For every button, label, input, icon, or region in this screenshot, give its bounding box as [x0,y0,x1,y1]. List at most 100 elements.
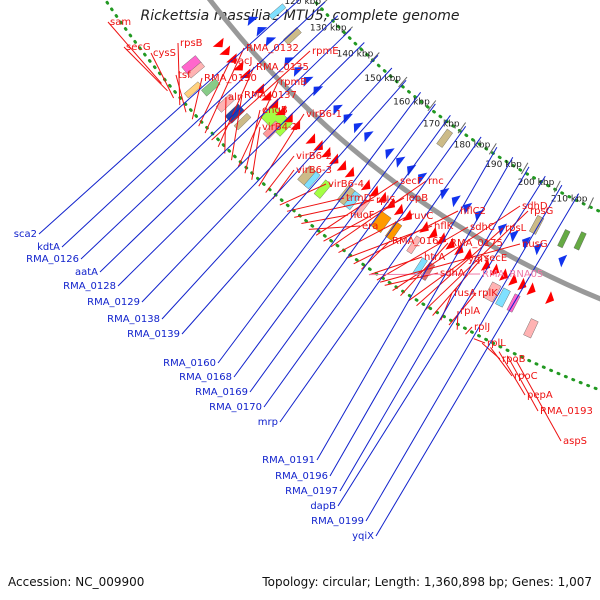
tick-label: 130 kbp [310,24,347,34]
label-connector-line [365,184,563,522]
forward-gene-arrow [517,277,527,291]
rna-gene-label: nusG [522,239,548,250]
tick-mark [398,76,408,88]
forward-gene-arrow [545,291,555,304]
forward-gene-arrow [305,133,316,144]
tick-label: 200 kbp [518,178,555,188]
label-connector-line [231,94,243,161]
label-connector-line [117,42,365,287]
label-connector-line [249,115,451,393]
feature-block [233,112,252,131]
rna-gene-label: RMA_RNA05 [482,269,543,280]
forward-gene-label: vacJ [232,56,253,67]
accession-text: Accession: NC_009900 [8,575,145,589]
forward-gene-label: RMA_0193 [540,406,593,417]
label-lines-layer [38,0,580,537]
tick-label: 180 kbp [454,140,491,150]
reverse-gene-label: dapB [310,501,336,512]
forward-gene-label: alr [228,92,242,103]
forward-gene-arrow [360,179,371,191]
reverse-gene-label: RMA_0126 [26,254,79,265]
label-connector-line [99,28,352,273]
forward-gene-label: cysS [153,48,176,59]
forward-gene-arrow [369,185,379,197]
forward-gene-arrow [239,68,251,79]
tick-mark [343,26,353,37]
label-connector-line [251,126,261,180]
forward-gene-arrow [290,119,301,130]
forward-gene-label: era [362,221,378,232]
forward-gene-arrow [268,98,279,108]
reverse-gene-label: aatA [75,267,98,278]
label-connector-line [177,42,181,106]
forward-gene-label: rpoC [514,371,538,382]
outer-dotted-ring [103,0,600,392]
label-connector-line [279,183,327,206]
forward-gene-arrow [226,53,237,63]
forward-gene-label: RMA_0135 [256,62,309,73]
forward-gene-arrow [508,273,518,286]
reverse-gene-label: yqiX [352,531,374,542]
forward-gene-arrow [393,203,404,216]
reverse-gene-arrow [313,86,324,97]
label-connector-line [263,126,467,408]
forward-gene-label: yqiY [468,254,490,265]
forward-gene-label: rpsG [530,206,553,217]
forward-gene-arrow [219,45,231,56]
forward-gene-label: rplK [478,288,498,299]
label-connector-line [80,15,339,260]
forward-gene-label: rpsB [180,38,203,49]
label-connector-line [515,359,562,442]
genome-summary-text: Topology: circular; Length: 1,360,898 bp… [262,575,592,589]
forward-gene-label: rplJ [474,322,490,333]
label-connector-line [400,242,449,297]
feature-block [523,318,539,339]
forward-gene-label: rpmE [312,46,339,57]
backbone-ring [207,0,600,302]
reverse-gene-label: RMA_0199 [311,516,364,527]
forward-gene-arrow [344,166,355,178]
tick-mark [370,52,380,63]
forward-gene-label: RMA_0137 [244,90,297,101]
label-connector-line [301,214,349,224]
forward-gene-label: sdhC [470,222,495,233]
feature-block [343,190,362,211]
reverse-gene-arrow [396,156,406,168]
tick-mark [427,100,437,112]
forward-gene-arrow [499,268,509,281]
tick-label: 120 kbp [284,0,321,7]
forward-gene-arrow [212,37,224,48]
forward-gene-label: rplL [487,338,506,349]
reverse-gene-label: RMA_0139 [127,329,180,340]
label-connector-line [465,326,473,335]
label-connector-line [368,256,423,276]
label-connector-line [376,226,469,281]
forward-gene-label: RMA_0175 [450,238,503,249]
forward-gene-label: virB6-3 [296,165,332,176]
forward-gene-label: sdhD [522,201,548,212]
reverse-gene-arrow [498,223,508,236]
tick-label: 170 kbp [423,120,460,130]
feature-block [406,235,422,255]
label-connector-line [244,109,261,174]
feature-block [283,27,302,46]
label-connector-line [150,52,175,99]
label-connector-line [175,74,187,113]
forward-gene-label: pepA [527,390,553,401]
reverse-gene-arrow [522,236,531,249]
label-connector-line [265,155,295,193]
feature-block [186,61,205,79]
reverse-gene-arrow [353,122,364,134]
label-connector-line [456,310,459,330]
forward-gene-arrow [377,191,387,203]
tick-label: 150 kbp [364,74,401,84]
tick-mark [553,180,561,193]
label-connector-line [424,210,529,312]
reverse-gene-label: RMA_0138 [107,314,160,325]
forward-gene-label: nuoF [350,210,375,221]
reverse-gene-label: RMA_0160 [163,358,216,369]
forward-gene-arrow [428,226,438,239]
label-connector-line [353,210,459,265]
label-connector-line [191,77,203,120]
